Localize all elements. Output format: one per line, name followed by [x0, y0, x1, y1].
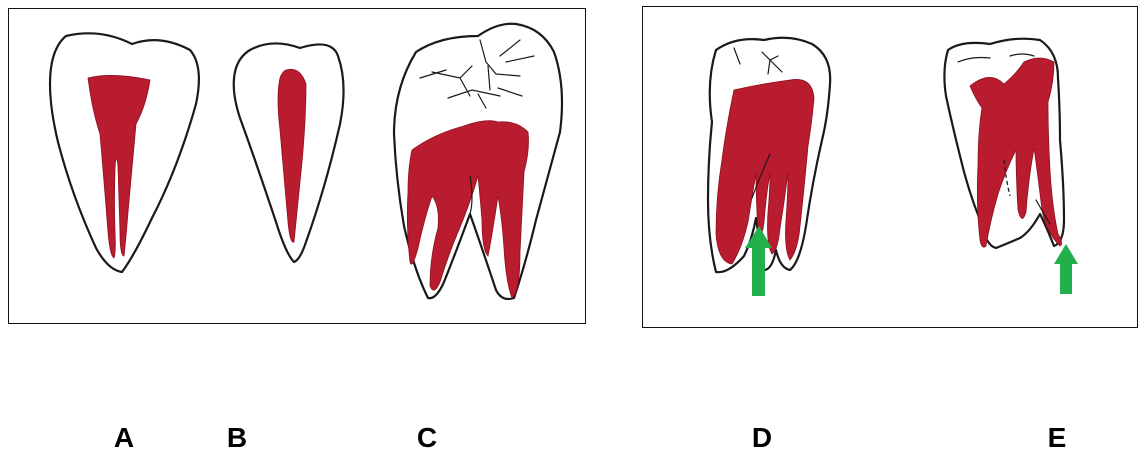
tooth-b — [234, 43, 344, 262]
label-d: D — [752, 424, 772, 452]
label-c: C — [417, 424, 437, 452]
tooth-e-fracture-arrow-icon — [1054, 244, 1078, 294]
tooth-a — [50, 33, 199, 272]
label-a: A — [114, 424, 134, 452]
label-b: B — [227, 424, 247, 452]
label-e: E — [1048, 424, 1067, 452]
tooth-d — [708, 38, 830, 296]
tooth-c — [394, 24, 562, 299]
tooth-e — [944, 39, 1078, 294]
